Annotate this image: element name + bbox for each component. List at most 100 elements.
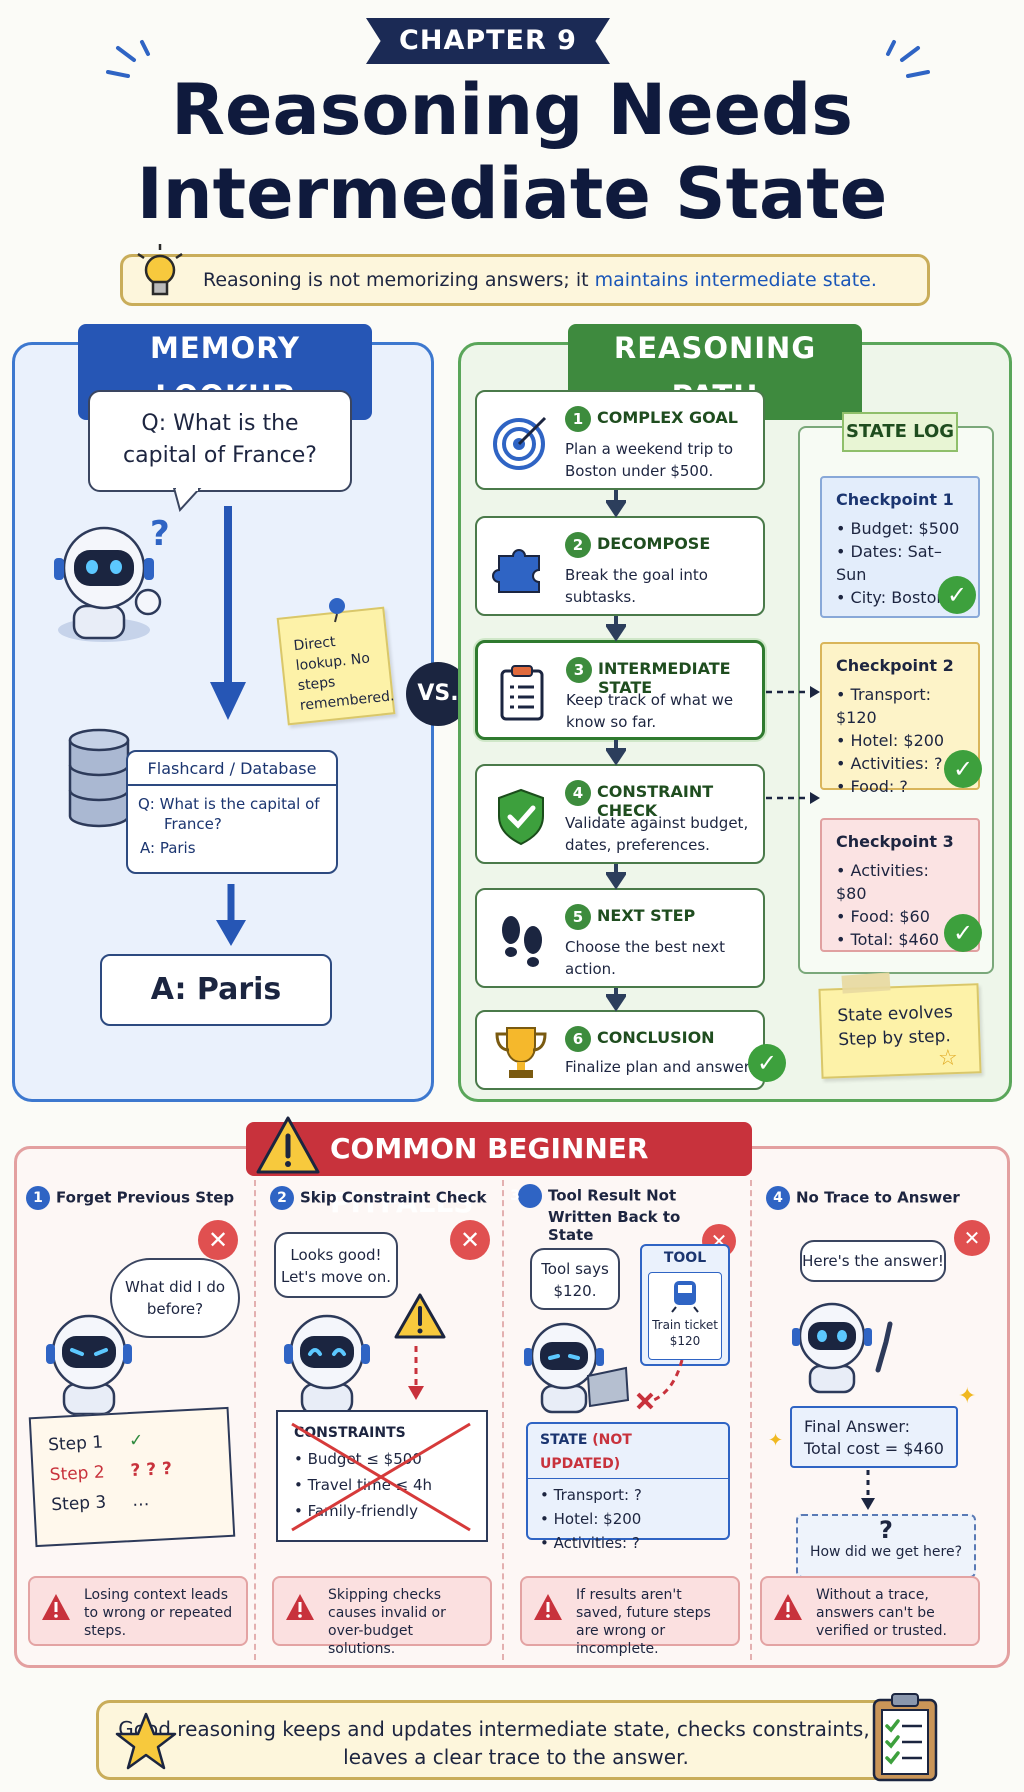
state-connectors [766, 686, 820, 804]
trophy-icon [495, 1027, 547, 1078]
dashed-arrow-icon [861, 1470, 875, 1510]
question-mark-icon: ? [150, 514, 170, 554]
question-bubble: Q: What is the capital of France? [88, 390, 352, 492]
divider [750, 1180, 752, 1660]
answer-box: A: Paris [100, 954, 332, 1026]
state-item: • Transport: ? [540, 1486, 642, 1504]
state-item: • Activities: ? [540, 1534, 640, 1552]
sparkle-icon: ✦ [958, 1384, 977, 1409]
robot-happy-icon [284, 1314, 370, 1416]
pitfall-number: 3 [510, 1184, 542, 1208]
checkpoint-title: Checkpoint 2 [836, 656, 954, 675]
step-description: Plan a weekend trip to Boston under $500… [565, 440, 734, 480]
footer-banner: Good reasoning keeps and updates interme… [96, 1700, 936, 1780]
database-card-answer: A: Paris [140, 839, 196, 857]
step-description: Choose the best next action. [565, 938, 725, 978]
state-log-title: STATE LOG [842, 412, 958, 452]
step-title: CONCLUSION [597, 1028, 715, 1047]
pitfall-warning-text: Without a trace, answers can't be verifi… [816, 1587, 947, 1639]
warning-small-icon [42, 1594, 70, 1620]
tool-label: TOOL [663, 1250, 707, 1266]
pitfall-warning-text: If results aren't saved, future steps ar… [576, 1587, 711, 1657]
step-title: COMPLEX GOAL [597, 408, 738, 427]
tip-text: Reasoning is not memorizing answers; it [203, 269, 595, 291]
x-mark-icon: ✕ [450, 1220, 490, 1260]
clipboard-icon [500, 665, 544, 721]
constraint-item: • Family-friendly [294, 1502, 418, 1520]
step-next-step: 5 NEXT STEP Choose the best next action. [475, 888, 765, 988]
final-answer-box: Final Answer: Total cost = $460 [790, 1406, 958, 1468]
pitfall-warning: Losing context leads to wrong or repeate… [28, 1576, 248, 1646]
step-number: 1 [565, 406, 591, 432]
state-title: STATE [540, 1432, 593, 1448]
thought-bubble: What did I do before? [110, 1258, 240, 1338]
pitfall-warning-text: Losing context leads to wrong or repeate… [84, 1587, 233, 1639]
checkpoint-title: Checkpoint 1 [836, 490, 954, 509]
memory-arrow-down-icon [210, 506, 246, 720]
warning-small-icon [774, 1594, 802, 1620]
speech-bubble: Here's the answer! [800, 1240, 946, 1282]
checkpoint-item: • Hotel: $200 [836, 731, 945, 750]
lightbulb-icon [137, 244, 183, 296]
state-item: • Hotel: $200 [540, 1510, 642, 1528]
warning-icon [394, 1293, 446, 1339]
dashed-arrow-icon [408, 1346, 424, 1400]
step-title: NEXT STEP [597, 906, 696, 925]
burst-right-icon [886, 40, 930, 78]
puzzle-icon [492, 549, 540, 593]
step-mark: ✓ [128, 1430, 144, 1452]
checkpoint-1-check-icon: ✓ [938, 576, 976, 614]
checkpoint-item: • Transport: $120 [836, 685, 931, 727]
pitfall-number: 4 [766, 1186, 790, 1210]
checkpoint-item: • Budget: $500 [836, 519, 960, 538]
checkpoint-3-check-icon: ✓ [944, 914, 982, 952]
pitfall-number: 1 [26, 1186, 50, 1210]
question-bubble-tail [172, 488, 202, 513]
pitfall-title: Forget Previous Step [56, 1188, 235, 1207]
constraints-title: CONSTRAINTS [294, 1425, 406, 1441]
pitfall-warning: Without a trace, answers can't be verifi… [760, 1576, 980, 1646]
step-description: Finalize plan and answer. [565, 1058, 754, 1076]
checkpoint-2: Checkpoint 2 • Transport: $120 • Hotel: … [820, 642, 980, 796]
speech-bubble: Looks good! Let's move on. [274, 1232, 398, 1298]
step-label: Step 1 [47, 1432, 104, 1456]
tool-card: TOOL Train ticket $120 [640, 1244, 730, 1366]
checkpoint-item: • Total: $460 [836, 930, 940, 949]
constraint-item: • Travel time ≤ 4h [294, 1476, 433, 1494]
sparkle-icon: ✦ [768, 1430, 784, 1451]
chapter-badge: CHAPTER 9 [366, 18, 610, 64]
checkpoint-item: • Food: $60 [836, 907, 930, 926]
checkpoint-item: • City: Boston [836, 588, 947, 607]
page-title-line2: Intermediate State [136, 153, 888, 235]
step-title: DECOMPOSE [597, 534, 711, 553]
step-flow-arrows [606, 490, 626, 1012]
checkpoint-item: • Activities: ? [836, 754, 943, 773]
robot-confused-icon [46, 1314, 132, 1416]
target-icon [493, 416, 547, 470]
step-number: 2 [565, 532, 591, 558]
checkpoint-title: Checkpoint 3 [836, 832, 954, 851]
step-number: 5 [565, 904, 591, 930]
step-constraint-check: 4 CONSTRAINT CHECK Validate against budg… [475, 764, 765, 864]
pitfall-title: Skip Constraint Check [300, 1188, 487, 1207]
step-label: Step 2 [49, 1462, 106, 1486]
database-card-title: Flashcard / Database [128, 752, 336, 786]
step-number: 3 [566, 657, 592, 683]
checkpoint-3: Checkpoint 3 • Activities: $80 • Food: $… [820, 818, 980, 952]
warning-icon [256, 1116, 320, 1174]
step-complex-goal: 1 COMPLEX GOAL Plan a weekend trip to Bo… [475, 390, 765, 490]
step-mark: … [131, 1490, 150, 1512]
pitfalls-heading: COMMON BEGINNER PITFALLS [246, 1122, 752, 1219]
speech-bubble: Tool says $120. [530, 1248, 620, 1310]
database-icon [68, 728, 130, 828]
tip-banner: Reasoning is not memorizing answers; it … [120, 254, 930, 306]
tool-item: Train ticket $120 [652, 1318, 718, 1348]
state-not-updated-box: STATE (NOT UPDATED) • Transport: ? • Hot… [526, 1422, 730, 1552]
warning-small-icon [286, 1594, 314, 1620]
pitfall-warning: If results aren't saved, future steps ar… [520, 1576, 740, 1657]
burst-left-icon [106, 40, 150, 78]
step-intermediate-state: 3 INTERMEDIATE STATE Keep track of what … [475, 640, 765, 740]
